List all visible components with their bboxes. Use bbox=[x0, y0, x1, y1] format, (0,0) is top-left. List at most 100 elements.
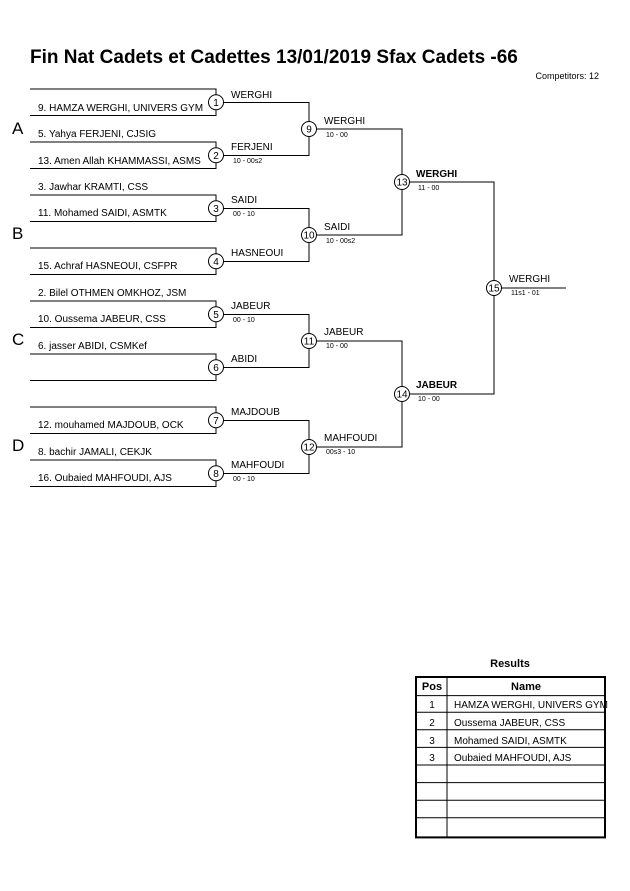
match-number-marker: 15 bbox=[486, 280, 502, 296]
match-number-circle bbox=[394, 174, 410, 190]
match-number: 12 bbox=[303, 443, 315, 454]
entry-name: 16. Oubaied MAHFOUDI, AJS bbox=[38, 473, 172, 484]
match-number-circle bbox=[208, 359, 224, 376]
match-number-circle bbox=[301, 121, 317, 137]
match-winner: WERGHI bbox=[416, 169, 457, 180]
match-winner: ABIDI bbox=[231, 354, 257, 365]
match-number: 9 bbox=[306, 125, 312, 136]
bracket-line bbox=[309, 128, 403, 236]
result-pos: 3 bbox=[429, 736, 435, 747]
match-number-marker: 5 bbox=[208, 306, 224, 323]
match-number-marker: 8 bbox=[208, 465, 224, 482]
entry-name: 12. mouhamed MAJDOUB, OCK bbox=[38, 420, 184, 431]
entry-name: 6. jasser ABIDI, CSMKef bbox=[38, 341, 147, 352]
entry-name: 15. Achraf HASNEOUI, CSFPR bbox=[38, 261, 178, 272]
match-score: 10 - 00 bbox=[326, 343, 348, 350]
match-score: 00s3 - 10 bbox=[326, 449, 355, 456]
match-number-marker: 14 bbox=[394, 386, 410, 402]
match-number-marker: 7 bbox=[208, 412, 224, 429]
match-number: 15 bbox=[488, 284, 500, 295]
match-number: 3 bbox=[213, 204, 219, 215]
match-number-marker: 11 bbox=[301, 333, 317, 349]
entry-name: 2. Bilel OTHMEN OMKHOZ, JSM bbox=[38, 288, 186, 299]
entry-name: 13. Amen Allah KHAMMASSI, ASMS bbox=[38, 156, 201, 167]
bracket-line bbox=[402, 181, 495, 395]
bracket-line bbox=[216, 314, 310, 368]
match-score: 10 - 00 bbox=[326, 132, 348, 139]
results-title: Results bbox=[490, 658, 530, 670]
competitors-count: Competitors: 12 bbox=[535, 71, 599, 81]
entry-name: 11. Mohamed SAIDI, ASMTK bbox=[38, 208, 167, 219]
match-score: 10 - 00s2 bbox=[233, 158, 262, 165]
match-winner: SAIDI bbox=[231, 195, 257, 206]
match-number: 7 bbox=[213, 416, 219, 427]
match-number-circle bbox=[208, 306, 224, 323]
match-score: 10 - 00 bbox=[418, 396, 440, 403]
entry-name: 10. Oussema JABEUR, CSS bbox=[38, 314, 166, 325]
match-number-circle bbox=[301, 333, 317, 349]
result-pos: 3 bbox=[429, 753, 435, 764]
match-number-circle bbox=[208, 94, 224, 111]
match-score: 00 - 10 bbox=[233, 476, 255, 483]
match-score: 11 - 00 bbox=[418, 185, 439, 192]
match-number-circle bbox=[208, 412, 224, 429]
match-number: 13 bbox=[396, 178, 408, 189]
results-table-border bbox=[415, 676, 606, 839]
match-number: 5 bbox=[213, 310, 219, 321]
match-number-circle bbox=[208, 465, 224, 482]
pool-label-a: A bbox=[12, 119, 24, 138]
entry-name: 9. HAMZA WERGHI, UNIVERS GYM bbox=[38, 103, 203, 114]
match-score: 00 - 10 bbox=[233, 211, 255, 218]
bracket-line bbox=[30, 353, 217, 381]
match-number: 4 bbox=[213, 257, 219, 268]
match-number-circle bbox=[208, 253, 224, 270]
match-number-marker: 4 bbox=[208, 253, 224, 270]
match-number: 8 bbox=[213, 469, 219, 480]
match-number-marker: 12 bbox=[301, 439, 317, 455]
result-pos: 1 bbox=[429, 700, 435, 711]
result-name: Mohamed SAIDI, ASMTK bbox=[454, 736, 567, 747]
page-title: Fin Nat Cadets et Cadettes 13/01/2019 Sf… bbox=[30, 47, 518, 68]
match-score: 00 - 10 bbox=[233, 317, 255, 324]
match-number-circle bbox=[208, 147, 224, 164]
pool-label-d: D bbox=[12, 436, 24, 455]
match-number-circle bbox=[301, 439, 317, 455]
match-winner: HASNEOUI bbox=[231, 248, 283, 259]
match-winner: WERGHI bbox=[231, 90, 272, 101]
match-winner: MAJDOUB bbox=[231, 407, 280, 418]
match-number: 1 bbox=[213, 98, 219, 109]
match-winner: SAIDI bbox=[324, 222, 350, 233]
match-number: 11 bbox=[304, 337, 315, 348]
entry-name: 8. bachir JAMALI, CEKJK bbox=[38, 447, 152, 458]
match-score: 11s1 - 01 bbox=[511, 290, 540, 297]
entry-name: 5. Yahya FERJENI, CJSIG bbox=[38, 129, 156, 140]
match-number-marker: 6 bbox=[208, 359, 224, 376]
match-number-circle bbox=[394, 386, 410, 402]
pool-label-c: C bbox=[12, 330, 24, 349]
match-winner: WERGHI bbox=[324, 116, 365, 127]
match-winner: JABEUR bbox=[324, 327, 363, 338]
match-winner: MAHFOUDI bbox=[231, 460, 284, 471]
pool-label-b: B bbox=[12, 224, 23, 243]
match-winner: JABEUR bbox=[416, 380, 458, 391]
match-winner: JABEUR bbox=[231, 301, 270, 312]
match-number-marker: 2 bbox=[208, 147, 224, 164]
match-winner: FERJENI bbox=[231, 142, 273, 153]
match-number-marker: 10 bbox=[301, 227, 317, 243]
match-winner: MAHFOUDI bbox=[324, 433, 377, 444]
match-number-marker: 13 bbox=[394, 174, 410, 190]
match-number: 14 bbox=[396, 390, 408, 401]
match-number-circle bbox=[301, 227, 317, 243]
results-header-pos: Pos bbox=[422, 681, 442, 693]
result-name: Oussema JABEUR, CSS bbox=[454, 718, 565, 729]
match-number: 2 bbox=[213, 151, 219, 162]
match-number-circle bbox=[208, 200, 224, 217]
match-number-marker: 1 bbox=[208, 94, 224, 111]
bracket-line bbox=[309, 340, 403, 448]
match-number: 6 bbox=[213, 363, 219, 374]
match-number-marker: 3 bbox=[208, 200, 224, 217]
result-pos: 2 bbox=[429, 718, 435, 729]
result-name: HAMZA WERGHI, UNIVERS GYM bbox=[454, 700, 608, 711]
result-name: Oubaied MAHFOUDI, AJS bbox=[454, 753, 572, 764]
